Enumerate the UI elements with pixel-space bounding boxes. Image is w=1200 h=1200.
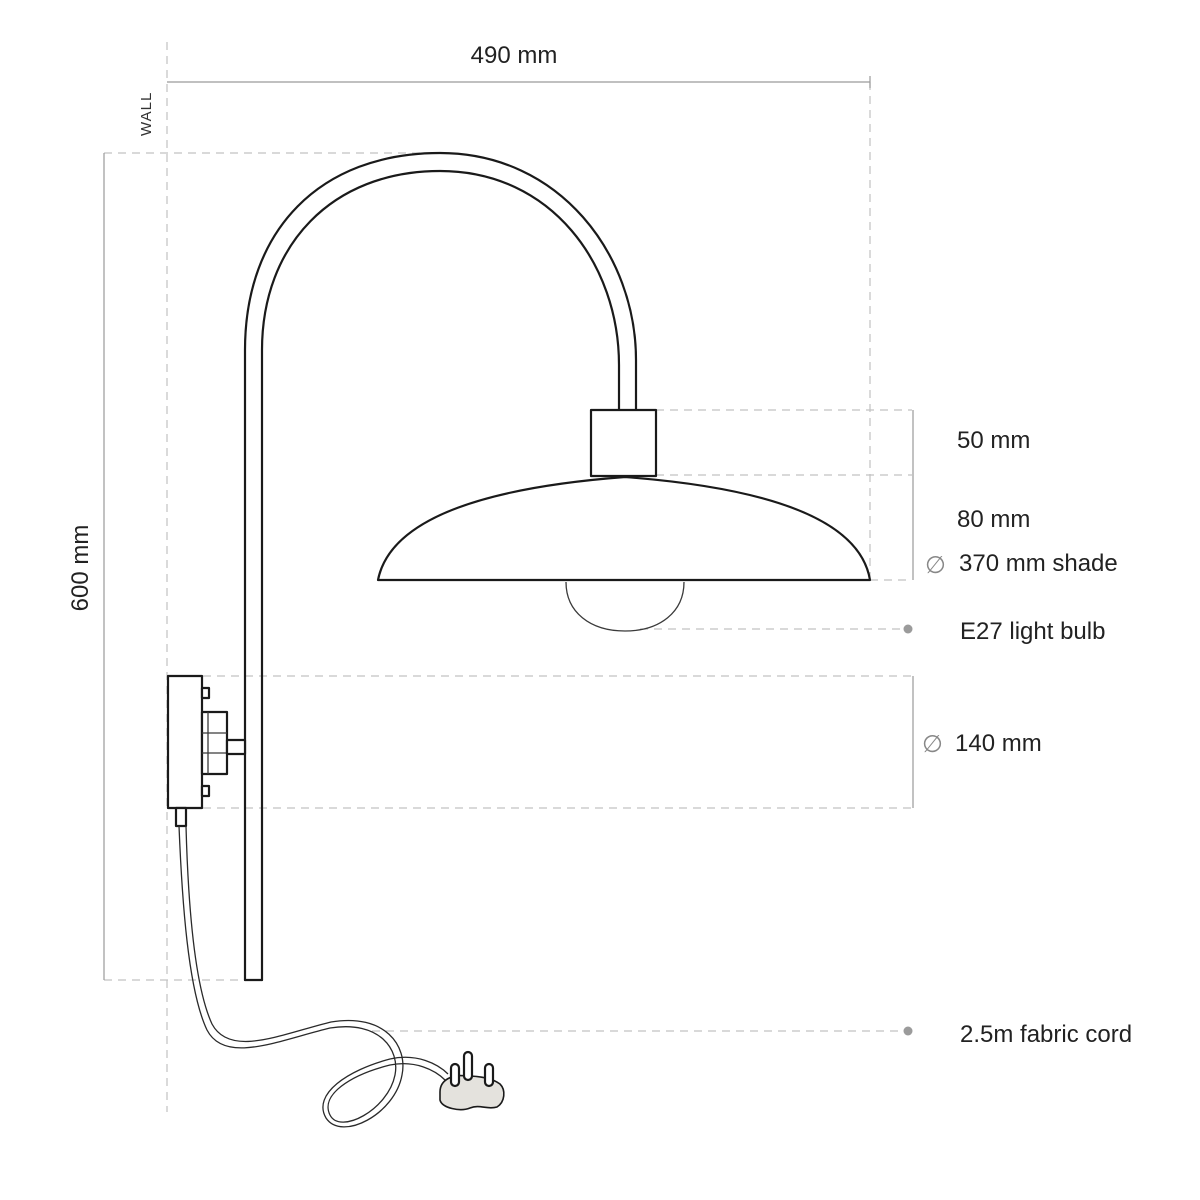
bulb-label: E27 light bulb xyxy=(960,618,1105,645)
dimension-lines xyxy=(103,76,914,980)
plug-pin-left xyxy=(449,1062,461,1088)
holder-height-label: 50 mm xyxy=(957,427,1030,454)
cord-callout-dot xyxy=(903,1026,913,1036)
bulb-holder xyxy=(589,408,658,478)
backplate-diameter-label: 140 mm xyxy=(955,730,1042,757)
fabric-cord xyxy=(178,825,449,1128)
wall-backplate xyxy=(166,674,247,828)
mount-block xyxy=(200,710,229,776)
height-label: 600 mm xyxy=(67,525,94,612)
shade-height-label: 80 mm xyxy=(957,506,1030,533)
bulb-callout-dot xyxy=(903,624,913,634)
plug-pin-center xyxy=(462,1050,474,1082)
bulb xyxy=(565,581,685,632)
plug-body xyxy=(439,1074,505,1111)
arm-outer-line xyxy=(243,151,638,982)
shade-diameter-symbol: ∅ xyxy=(925,552,946,579)
screw-bottom xyxy=(200,784,211,798)
plug xyxy=(439,1050,505,1111)
plug-pin-right xyxy=(483,1062,495,1088)
backplate-diameter-symbol: ∅ xyxy=(922,731,943,758)
backplate xyxy=(166,674,204,810)
guide-lines xyxy=(104,42,912,1112)
cord-grommet xyxy=(174,806,188,828)
connector-arm xyxy=(225,738,247,756)
wall-label: WALL xyxy=(138,92,155,136)
arm-inner-line xyxy=(260,169,621,982)
cord-line-2 xyxy=(185,825,449,1128)
cord-label: 2.5m fabric cord xyxy=(960,1021,1132,1048)
lamp-arm xyxy=(243,151,638,982)
shade-diameter-label: 370 mm shade xyxy=(959,550,1118,577)
lamp-shade xyxy=(376,475,872,582)
screw-top xyxy=(200,686,211,700)
width-label: 490 mm xyxy=(471,42,558,69)
cord-line-1 xyxy=(178,825,446,1123)
